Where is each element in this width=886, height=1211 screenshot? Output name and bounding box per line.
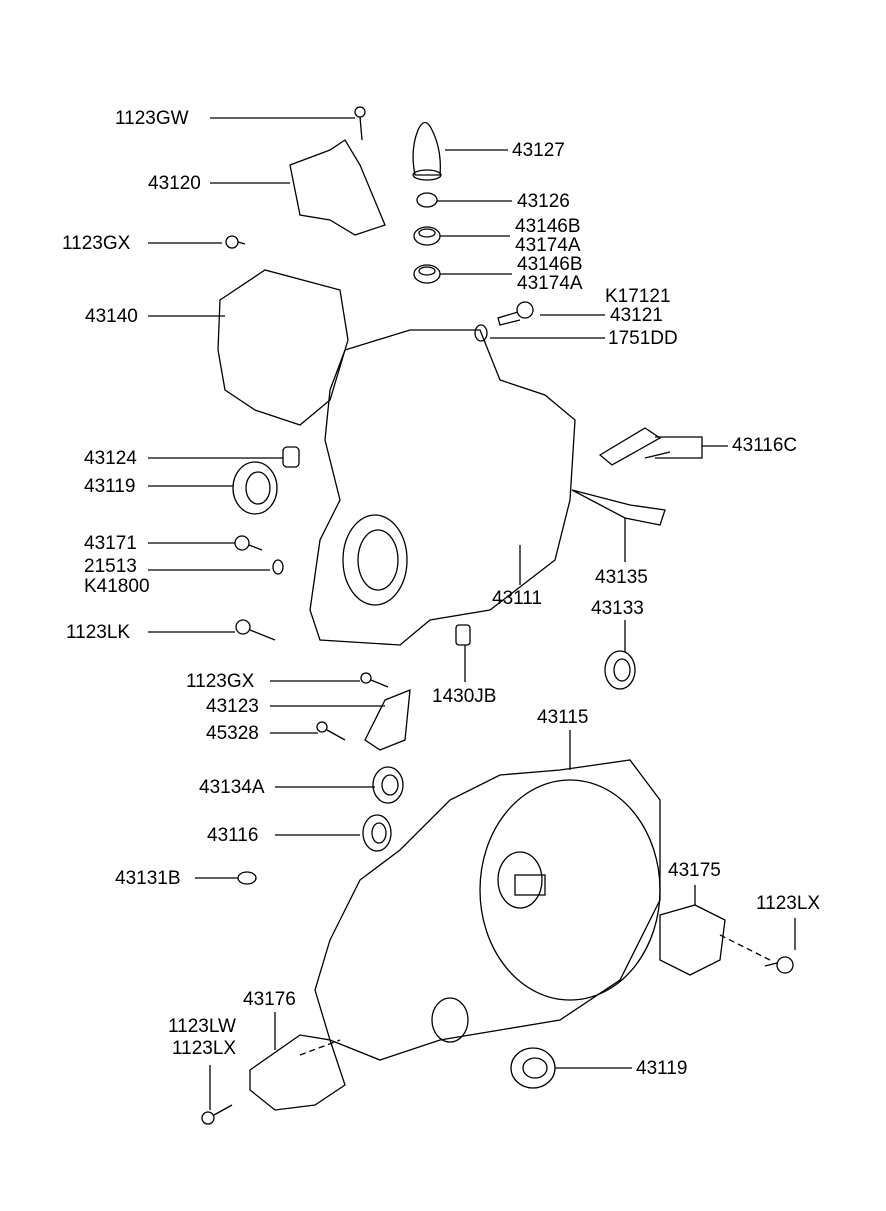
part-label: 43120	[148, 173, 201, 194]
part-label: 43133	[591, 598, 644, 619]
part-label: 1123GX	[62, 233, 131, 254]
part-label: 43127	[512, 140, 565, 161]
part-label: 45328	[206, 723, 259, 744]
part-label: 43126	[517, 191, 570, 212]
part-label: 1123LK	[66, 622, 131, 643]
part-label: 43134A	[199, 777, 265, 798]
part-label: 43174A	[517, 273, 583, 294]
part-label: 43116	[207, 825, 259, 846]
part-label: 43121	[610, 305, 663, 326]
part-label: 43119	[636, 1058, 688, 1079]
part-label: 43111	[492, 588, 543, 609]
part-shapes	[201, 106, 794, 1125]
part-label: 43140	[85, 306, 138, 327]
part-label: 43119	[84, 476, 136, 497]
part-label: 1751DD	[608, 328, 678, 349]
part-label: K41800	[84, 576, 150, 597]
part-label: 1123LX	[172, 1038, 237, 1059]
part-label: 43124	[84, 448, 137, 469]
part-label: 43171	[84, 533, 137, 554]
part-label: 43135	[595, 567, 648, 588]
part-label: 43146B	[515, 216, 581, 237]
part-label: 21513	[84, 556, 137, 577]
part-label: K17121	[605, 286, 671, 307]
part-label: 43123	[206, 696, 259, 717]
part-label: 1123LW	[168, 1016, 236, 1037]
part-label: 43174A	[515, 235, 581, 256]
part-label: 43146B	[517, 254, 583, 275]
part-label: 43175	[668, 860, 721, 881]
part-label: 43131B	[115, 868, 181, 889]
part-label: 43176	[243, 989, 296, 1010]
part-label: 43115	[537, 707, 589, 728]
part-label: 1123LX	[756, 893, 821, 914]
part-label: 1123GW	[115, 108, 189, 129]
part-label: 1430JB	[432, 686, 497, 707]
part-label: 1123GX	[186, 671, 255, 692]
part-label: 43116C	[732, 435, 798, 456]
leader-lines	[148, 117, 796, 1110]
